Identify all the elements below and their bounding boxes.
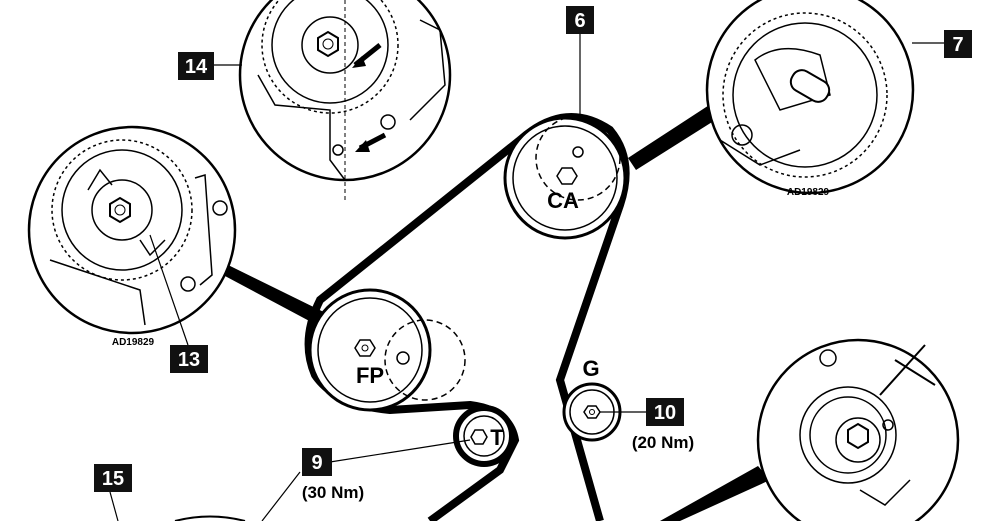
inset-crank (756, 338, 960, 521)
svg-text:14: 14 (185, 56, 208, 78)
callout-6: 6 (566, 6, 594, 34)
leader-lines (109, 34, 944, 521)
fuel-pump-pulley: FP (308, 288, 466, 412)
link-band-camshaft (628, 98, 728, 170)
svg-text:6: 6 (574, 10, 585, 32)
inset-14 (238, 0, 452, 200)
bottom-pulley-edge (174, 515, 246, 521)
callout-7: 7 (944, 30, 972, 58)
fuel-pump-label: FP (356, 363, 384, 388)
figure-code-top-right: AD19829 (787, 187, 830, 198)
camshaft-pulley: CA (503, 115, 627, 240)
inset-7: AD19829 (705, 0, 915, 198)
guide-pulley: G (562, 356, 622, 442)
torque-tensioner: (30 Nm) (302, 483, 364, 502)
callout-14: 14 (178, 52, 214, 80)
svg-text:7: 7 (952, 34, 963, 56)
svg-text:13: 13 (178, 349, 200, 371)
tensioner-label: T (490, 425, 504, 450)
svg-text:9: 9 (311, 452, 322, 474)
callout-15: 15 (94, 464, 132, 492)
guide-label: G (582, 356, 599, 381)
svg-text:15: 15 (102, 468, 124, 490)
torque-guide: (20 Nm) (632, 433, 694, 452)
callout-9: 9 (302, 448, 332, 476)
callout-10: 10 (646, 398, 684, 426)
camshaft-label: CA (547, 188, 579, 213)
callout-13: 13 (170, 345, 208, 373)
tensioner-pulley: T (453, 405, 515, 467)
inset-13: AD19829 (27, 125, 237, 348)
svg-text:10: 10 (654, 402, 676, 424)
link-band-fuel-pump (210, 262, 340, 332)
figure-code-left: AD19829 (112, 337, 155, 348)
link-band-crank (660, 466, 770, 521)
